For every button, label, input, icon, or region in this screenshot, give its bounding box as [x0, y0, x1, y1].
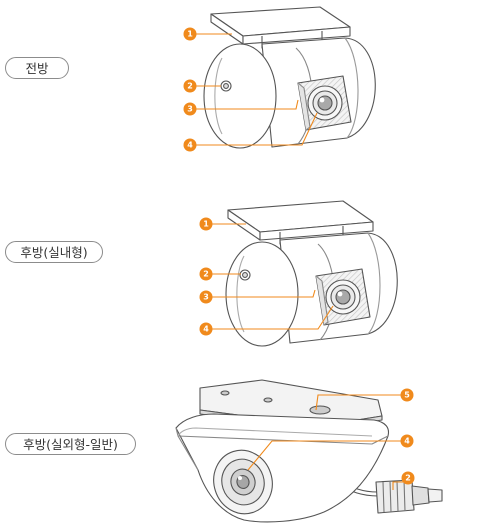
callout-5-rear-outdoor: 5: [400, 388, 414, 402]
front-callout-markers: 1 2 3 4: [183, 27, 197, 152]
callout-4-rear-indoor: 4: [199, 322, 213, 336]
callout-2-front-number: 2: [187, 82, 193, 91]
callout-4-front: 4: [183, 138, 197, 152]
rear-outdoor-callout-markers: 5 4 2: [400, 388, 415, 485]
callout-3-rear-indoor-number: 3: [203, 293, 209, 302]
label-rear-indoor: 후방(실내형): [5, 241, 103, 263]
callout-4-rear-outdoor-number: 4: [404, 437, 410, 446]
label-rear-outdoor: 후방(실외형-일반): [5, 433, 136, 455]
front-callout-leaders: [190, 33, 318, 146]
callout-3-front: 3: [183, 102, 197, 116]
callout-2-front: 2: [183, 79, 197, 93]
label-front: 전방: [5, 57, 69, 79]
callout-4-front-number: 4: [187, 141, 193, 150]
callout-1-front-number: 1: [187, 30, 193, 39]
callout-3-front-number: 3: [187, 105, 193, 114]
callout-2-rear-indoor-number: 2: [203, 270, 209, 279]
rear-indoor-callout-leaders: [206, 223, 334, 330]
callout-4-rear-outdoor: 4: [400, 434, 414, 448]
callout-2-rear-indoor: 2: [199, 267, 213, 281]
callout-1-front: 1: [183, 27, 197, 41]
rear-indoor-callout-markers: 1 2 3 4: [199, 217, 213, 336]
callout-2-rear-outdoor: 2: [401, 471, 415, 485]
rear-indoor-camera-illustration: [225, 200, 398, 347]
callout-5-rear-outdoor-number: 5: [404, 391, 410, 400]
callout-1-rear-indoor: 1: [199, 217, 213, 231]
callout-2-rear-outdoor-number: 2: [405, 474, 411, 483]
callout-3-rear-indoor: 3: [199, 290, 213, 304]
rear-outdoor-camera-illustration: [175, 379, 443, 523]
callout-4-rear-indoor-number: 4: [203, 325, 209, 334]
callout-1-rear-indoor-number: 1: [203, 220, 209, 229]
front-camera-illustration: [203, 6, 376, 149]
